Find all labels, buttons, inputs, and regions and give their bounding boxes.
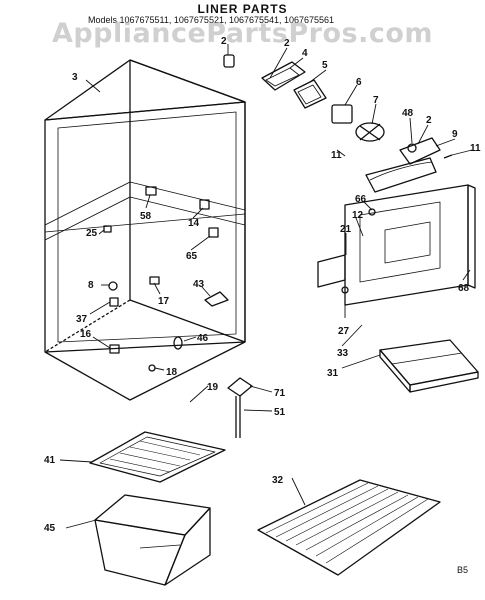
- evaporator-cover: [317, 184, 476, 306]
- callout-11: 11: [331, 150, 342, 161]
- callout-33: 33: [337, 348, 349, 359]
- callout-2: 2: [221, 36, 227, 47]
- callout-25: 25: [86, 228, 98, 239]
- callout-5: 5: [322, 60, 328, 71]
- callout-46: 46: [197, 333, 209, 344]
- callout-41: 41: [44, 455, 56, 466]
- callout-68: 68: [458, 283, 470, 294]
- callout-18: 18: [166, 367, 178, 378]
- callout-27: 27: [338, 326, 350, 337]
- callout-4: 4: [302, 48, 308, 59]
- callout-51: 51: [274, 407, 286, 418]
- leader-lines: [59, 44, 473, 529]
- ice-cube-tray: [379, 339, 479, 393]
- wire-shelf: [257, 479, 441, 576]
- callout-31: 31: [327, 368, 339, 379]
- callout-65: 65: [186, 251, 198, 262]
- diagram-title: LINER PARTS: [197, 2, 288, 16]
- callout-66: 66: [355, 194, 367, 205]
- callout-71: 71: [274, 388, 286, 399]
- crisper-cover: [89, 431, 226, 483]
- callout-11: 11: [470, 143, 481, 154]
- callout-45: 45: [44, 523, 56, 534]
- fan-assembly: [223, 54, 453, 193]
- callout-14: 14: [188, 218, 200, 229]
- callout-37: 37: [76, 314, 88, 325]
- callout-43: 43: [193, 279, 205, 290]
- callout-16: 16: [80, 329, 92, 340]
- page-code: B5: [457, 565, 469, 575]
- callout-2: 2: [284, 38, 290, 49]
- cabinet-liner: [44, 59, 246, 401]
- callout-8: 8: [88, 280, 94, 291]
- callout-6: 6: [356, 77, 362, 88]
- callout-21: 21: [340, 224, 352, 235]
- model-list: Models 1067675511, 1067675521, 106767554…: [88, 15, 335, 25]
- callout-2: 2: [426, 115, 432, 126]
- callout-17: 17: [158, 296, 170, 307]
- callout-9: 9: [452, 129, 458, 140]
- callout-12: 12: [352, 210, 364, 221]
- callout-58: 58: [140, 211, 152, 222]
- callout-19: 19: [207, 382, 219, 393]
- callout-32: 32: [272, 475, 284, 486]
- crisper-pan: [94, 494, 211, 586]
- callout-7: 7: [373, 95, 379, 106]
- callout-3: 3: [72, 72, 78, 83]
- callout-48: 48: [402, 108, 414, 119]
- drain-tube: [227, 377, 253, 438]
